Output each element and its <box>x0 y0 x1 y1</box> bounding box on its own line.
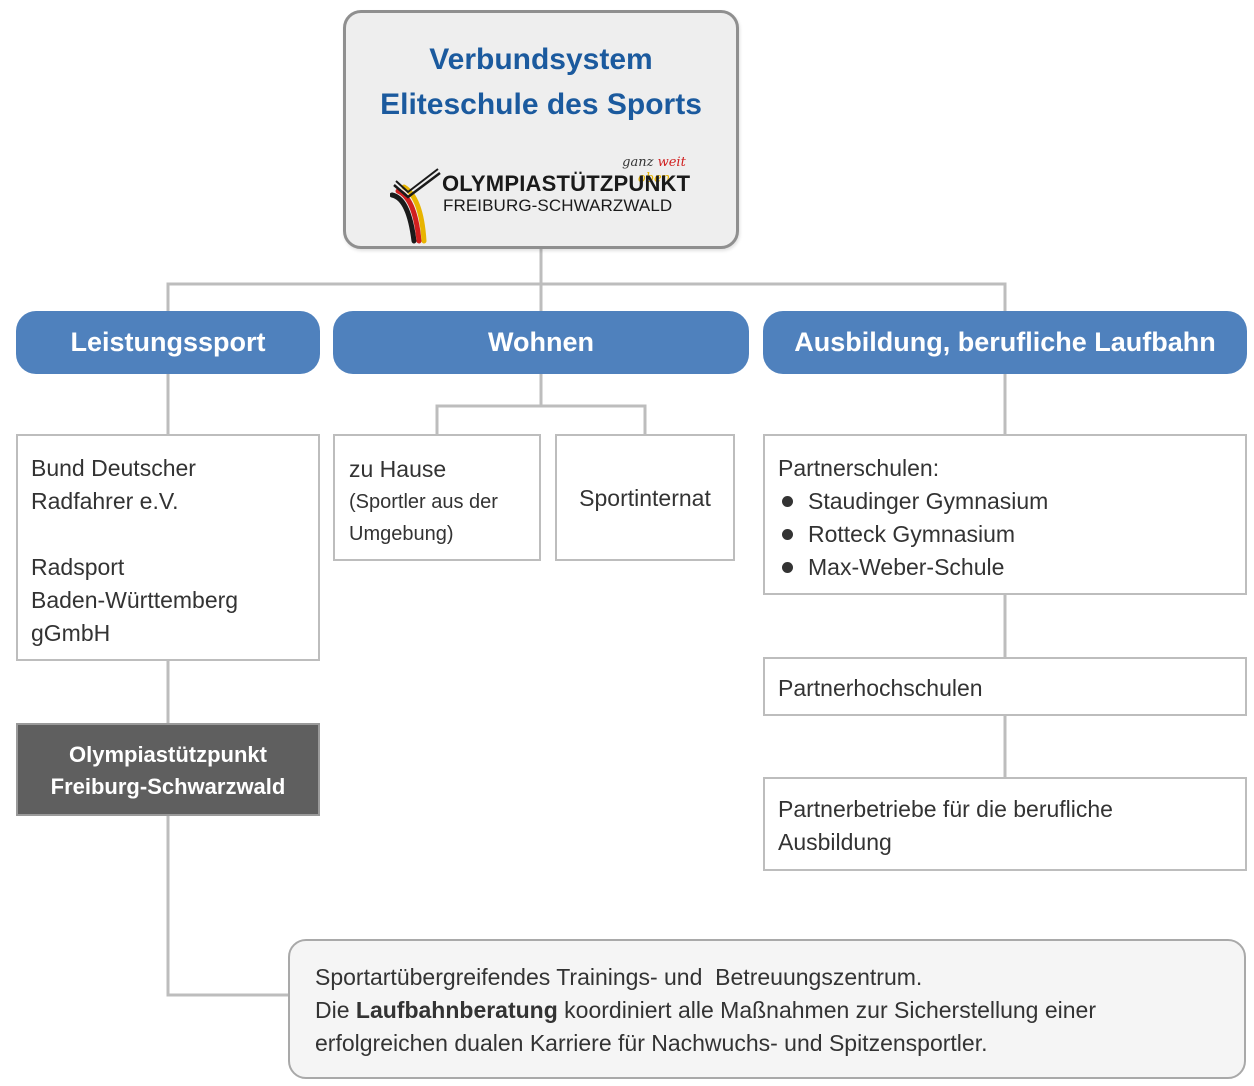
logo-slogan: ganz weit oben <box>608 155 700 187</box>
osp-box: Olympiastützpunkt Freiburg-Schwarzwald <box>16 723 320 816</box>
description-box: Sportartübergreifendes Trainings- und Be… <box>288 939 1246 1079</box>
zu-hause-subtitle-line2: Umgebung) <box>349 523 454 545</box>
sportinternat-box: Sportinternat <box>555 434 735 561</box>
description-line3: erfolgreichen dualen Karriere für Nachwu… <box>315 1030 988 1056</box>
verband-line2: Radfahrer e.V. <box>31 488 179 514</box>
pillar-ausbildung: Ausbildung, berufliche Laufbahn <box>763 311 1247 374</box>
list-item: Rotteck Gymnasium <box>778 518 1245 551</box>
pillar-leistungssport: Leistungssport <box>16 311 320 374</box>
radsport-line1: Radsport <box>31 554 125 580</box>
list-item: Max-Weber-Schule <box>778 551 1245 584</box>
partnerschulen-box: Partnerschulen: Staudinger Gymnasium Rot… <box>763 434 1247 595</box>
root-title-line1: Verbundsystem <box>429 43 653 76</box>
zu-hause-title: zu Hause <box>349 456 447 482</box>
list-item: Staudinger Gymnasium <box>778 485 1245 518</box>
logo-slogan-part1: ganz <box>622 155 654 170</box>
partnerhochschulen-label: Partnerhochschulen <box>778 675 983 701</box>
sportinternat-label: Sportinternat <box>579 485 711 511</box>
root-to-pillars-connector <box>166 249 1007 311</box>
logo-slogan-part3: oben <box>637 171 671 186</box>
verband-box: Bund Deutscher Radfahrer e.V. Radsport B… <box>16 434 320 661</box>
description-line2-suffix: koordiniert alle Maßnahmen zur Sicherste… <box>557 997 1097 1023</box>
radsport-line3: gGmbH <box>31 620 111 646</box>
osp-to-bottom-connector <box>166 816 288 997</box>
wohnen-connector <box>435 374 647 434</box>
partnerbetriebe-line1: Partnerbetriebe für die berufliche <box>778 796 1113 822</box>
osp-line2: Freiburg-Schwarzwald <box>50 774 286 799</box>
olympiastuetzpunkt-logo: ganz weit oben OLYMPIASTÜTZPUNKT FREIBUR… <box>390 153 700 245</box>
partnerbetriebe-box: Partnerbetriebe für die berufliche Ausbi… <box>763 777 1247 871</box>
laufbahnberatung-highlight: Laufbahnberatung <box>355 997 558 1023</box>
description-line2: Die Laufbahnberatung koordiniert alle Ma… <box>315 994 1244 1027</box>
root-title: Verbundsystem Eliteschule des Sports <box>346 37 736 127</box>
description-line2-prefix: Die <box>315 997 356 1023</box>
verband-line1: Bund Deutscher <box>31 455 196 481</box>
partnerschulen-title: Partnerschulen: <box>778 455 940 481</box>
logo-slogan-part2: weit <box>657 155 686 170</box>
olympic-swoosh-icon <box>390 168 441 244</box>
root-box: Verbundsystem Eliteschule des Sports gan… <box>343 10 739 249</box>
logo-line1: OLYMPIASTÜTZPUNKT <box>442 171 691 196</box>
pillar-wohnen: Wohnen <box>333 311 749 374</box>
root-title-line2: Eliteschule des Sports <box>380 88 702 121</box>
partnerhochschulen-box: Partnerhochschulen <box>763 657 1247 716</box>
description-line1: Sportartübergreifendes Trainings- und Be… <box>315 964 923 990</box>
partnerbetriebe-line2: Ausbildung <box>778 829 892 855</box>
partnerschulen-list: Staudinger Gymnasium Rotteck Gymnasium M… <box>778 485 1245 584</box>
radsport-line2: Baden-Württemberg <box>31 587 239 613</box>
logo-line2: FREIBURG-SCHWARZWALD <box>443 196 673 215</box>
zu-hause-box: zu Hause (Sportler aus der Umgebung) <box>333 434 541 561</box>
zu-hause-subtitle-line1: (Sportler aus der <box>349 491 498 513</box>
osp-line1: Olympiastützpunkt <box>68 742 267 767</box>
